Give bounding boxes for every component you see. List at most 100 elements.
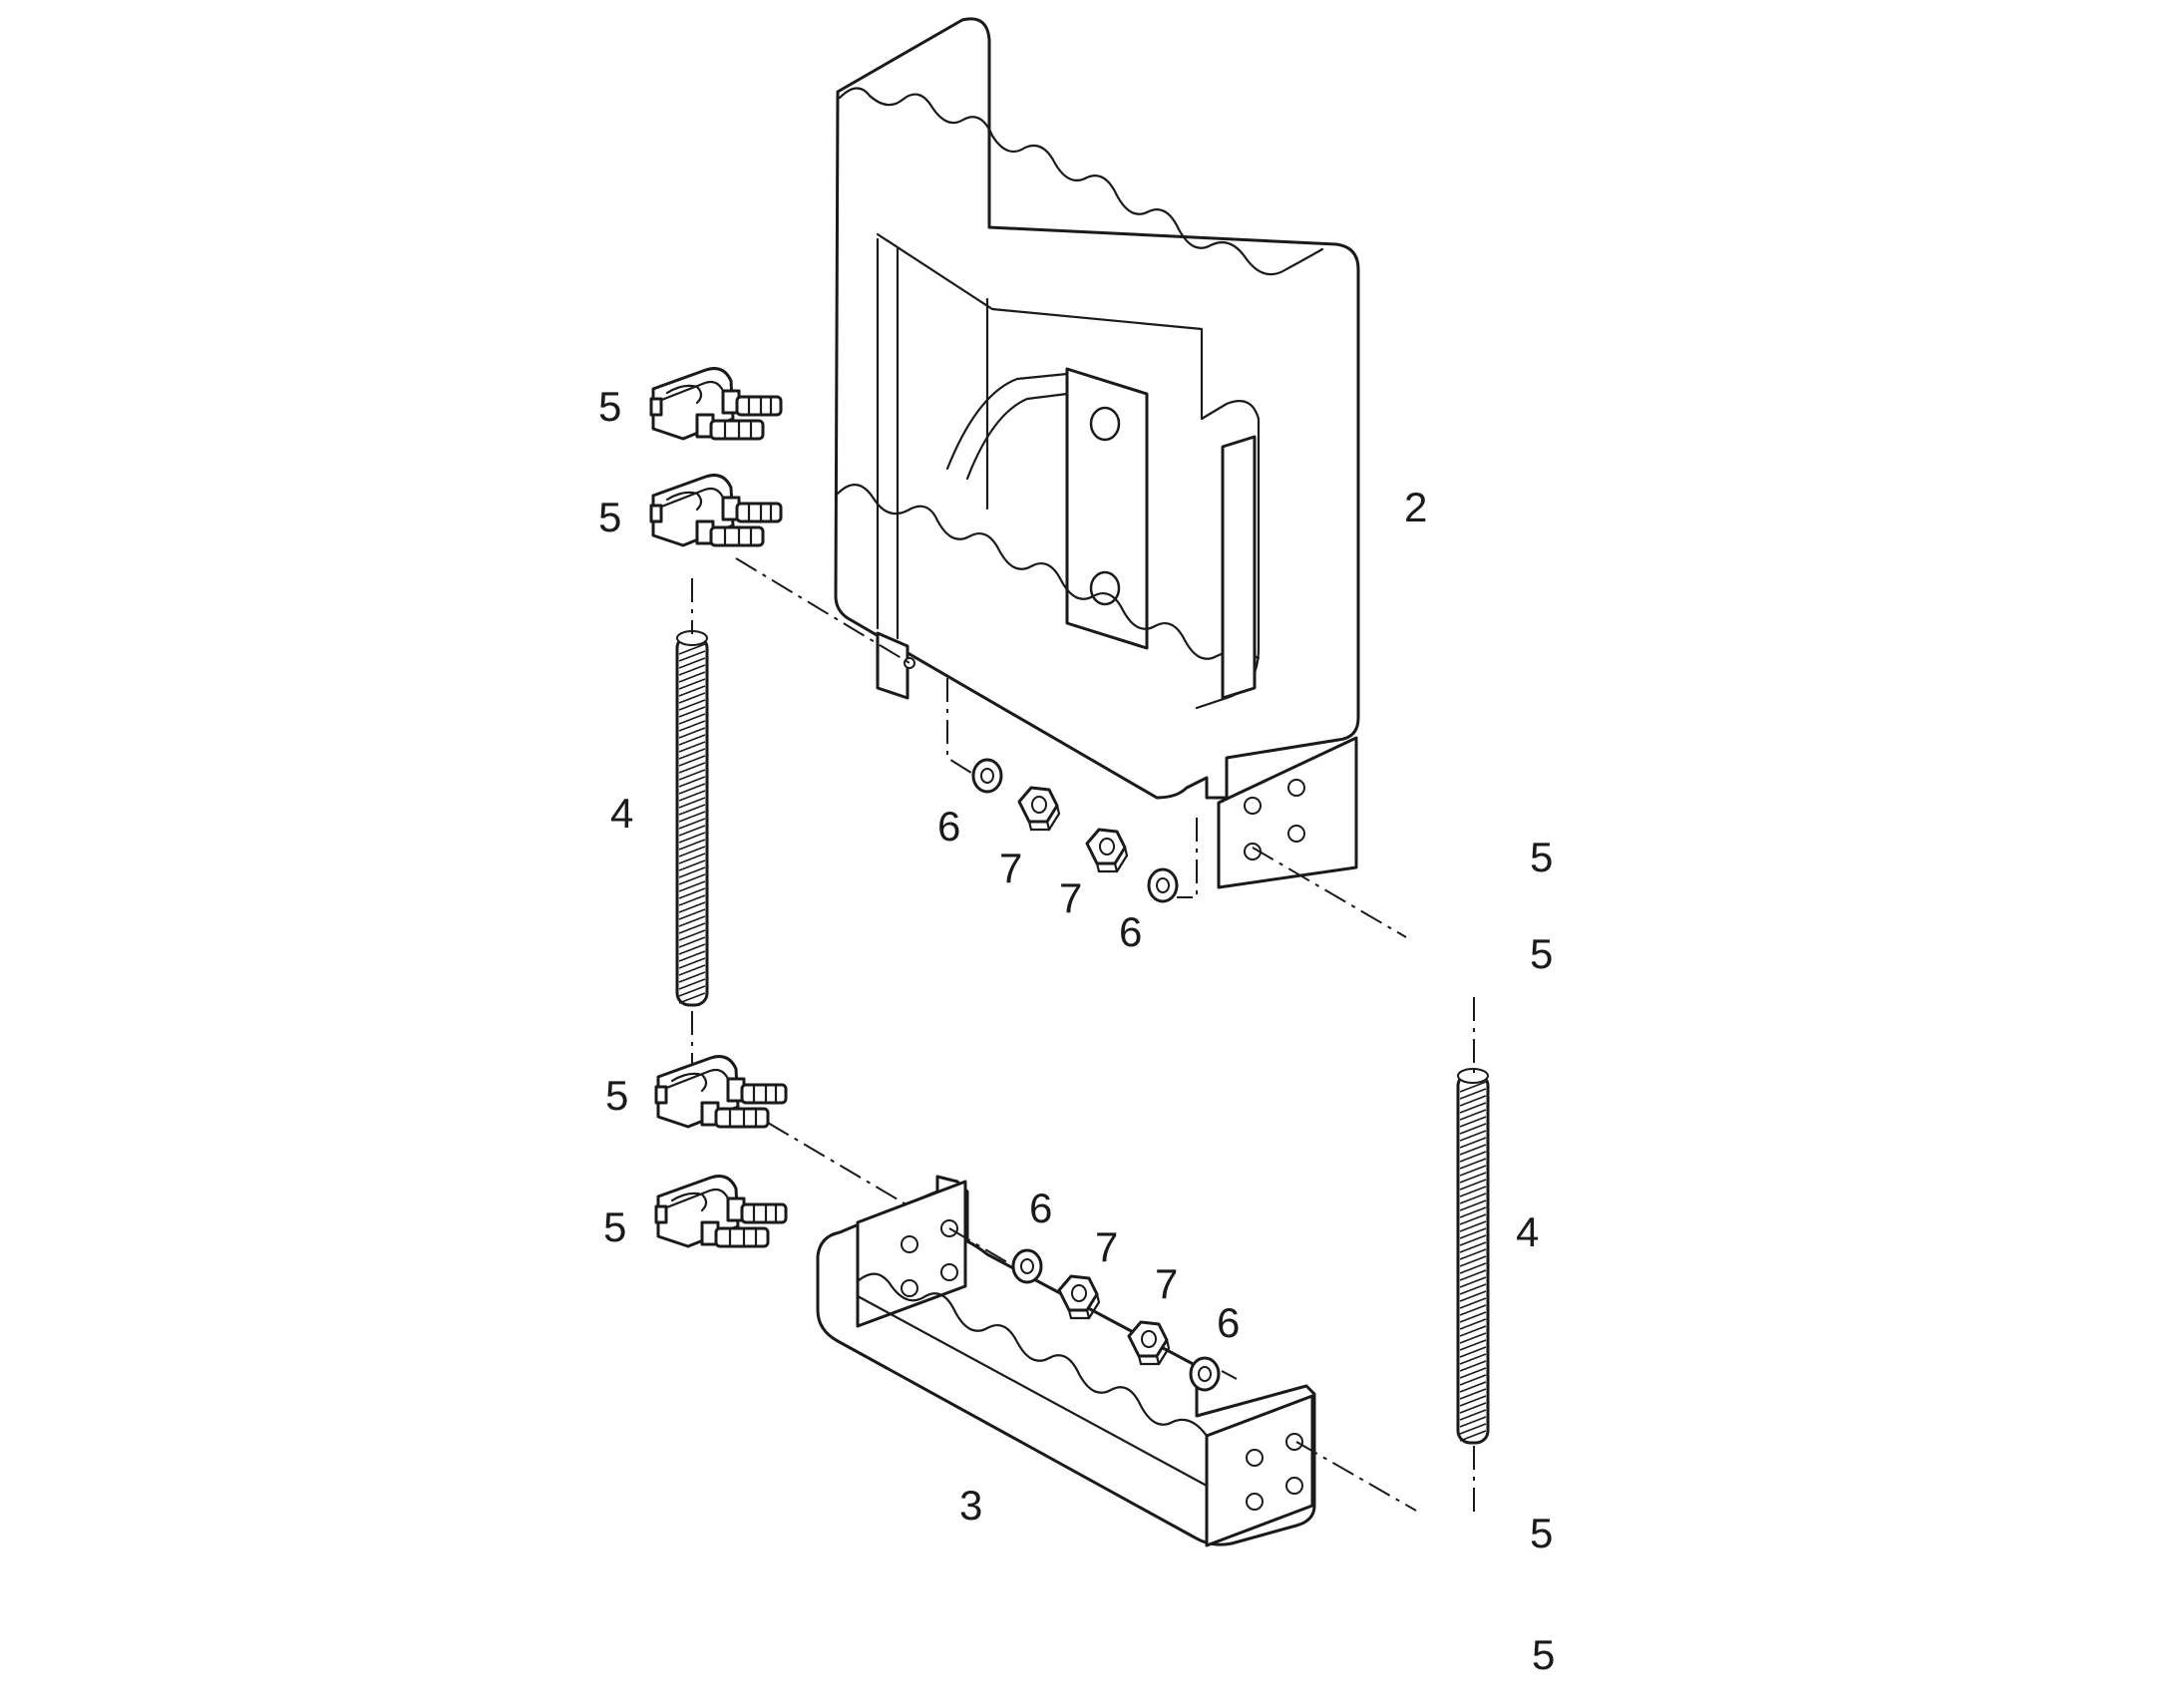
rope-strand: [1459, 1130, 1487, 1142]
rope-strand: [1459, 1409, 1487, 1421]
rope-strand: [678, 657, 706, 669]
callout-washer-lower-left: 6: [1029, 1185, 1052, 1231]
rope-strand: [678, 978, 706, 990]
rope-strand: [678, 804, 706, 816]
rope-strand: [678, 818, 706, 830]
rope-strand: [1459, 1193, 1487, 1204]
rope-strand: [1459, 1165, 1487, 1177]
wire-rope-left: [675, 630, 709, 1007]
callout-clip-l3: 5: [605, 1072, 628, 1119]
rope-strand: [1459, 1109, 1487, 1121]
rope-strand: [678, 825, 706, 837]
rope-strand: [678, 713, 706, 725]
rope-strand: [678, 783, 706, 795]
callout-upper-bracket: 2: [1404, 484, 1427, 530]
rope-strand: [678, 971, 706, 983]
rope-strand: [1459, 1304, 1487, 1316]
rope-strand: [1459, 1402, 1487, 1414]
rope-strand: [678, 734, 706, 746]
rope-strand: [1459, 1199, 1487, 1211]
rope-strand: [1459, 1290, 1487, 1302]
upper-bracket: [834, 17, 1360, 889]
callout-clip-l1: 5: [598, 383, 621, 430]
callout-nut-upper-left: 7: [999, 845, 1022, 891]
lower-bracket: [816, 1175, 1316, 1547]
rope-strand: [678, 769, 706, 781]
rope-strand: [1459, 1276, 1487, 1288]
rope-strand: [678, 776, 706, 788]
rope-strand: [1459, 1416, 1487, 1428]
rope-strand: [678, 964, 706, 976]
rope-strand: [678, 853, 706, 864]
rope-strand: [678, 880, 706, 892]
rope-strand: [1459, 1360, 1487, 1372]
rope-strand: [1459, 1367, 1487, 1379]
rope-strand: [1459, 1381, 1487, 1393]
rope-strand: [678, 950, 706, 962]
rope-strand: [1459, 1325, 1487, 1337]
rope-strand: [1459, 1423, 1487, 1435]
callout-washer-upper-right: 6: [1119, 908, 1142, 955]
rope-strand: [1459, 1353, 1487, 1365]
rope-strand: [1459, 1241, 1487, 1253]
callout-clip-r1: 5: [1530, 834, 1553, 880]
rope-strand: [1459, 1213, 1487, 1225]
rope-strand: [1459, 1186, 1487, 1197]
rope-strand: [1459, 1102, 1487, 1114]
callout-rope-right: 4: [1516, 1208, 1539, 1255]
rope-strand: [1459, 1123, 1487, 1135]
rope-strand: [678, 894, 706, 906]
rope-strand: [1459, 1151, 1487, 1163]
rope-strand: [1459, 1116, 1487, 1128]
rope-strand: [1459, 1388, 1487, 1400]
rope-strand: [1459, 1269, 1487, 1281]
rope-strand: [678, 936, 706, 948]
rope-strand: [1459, 1179, 1487, 1191]
rope-strand: [678, 650, 706, 662]
nut-upper-right: [1085, 828, 1129, 873]
wire-rope-clip-l4: [654, 1175, 788, 1248]
callout-clip-r4: 5: [1532, 1631, 1555, 1678]
callout-nut-lower-right: 7: [1155, 1260, 1178, 1307]
rope-strand: [678, 839, 706, 851]
rope-strand: [678, 908, 706, 920]
rope-strand: [678, 797, 706, 809]
rope-strand: [678, 790, 706, 802]
rope-strand: [678, 671, 706, 683]
rope-strand: [678, 727, 706, 739]
rope-strand: [678, 678, 706, 690]
rope-strand: [678, 922, 706, 934]
rope-strand: [1459, 1234, 1487, 1246]
rope-strand: [1459, 1081, 1487, 1093]
rope-strand: [1459, 1318, 1487, 1330]
callout-washer-lower-right: 6: [1217, 1299, 1240, 1346]
rope-strand: [678, 992, 706, 1004]
rope-strand: [678, 741, 706, 753]
rope-strand: [678, 887, 706, 899]
rope-strand: [1459, 1395, 1487, 1407]
washer-lower-left: [1011, 1248, 1043, 1284]
rope-strand: [1459, 1430, 1487, 1442]
rope-strand: [678, 985, 706, 997]
rope-strand: [678, 832, 706, 844]
rope-strand: [678, 929, 706, 941]
rope-strand: [678, 692, 706, 704]
rope-strand: [678, 720, 706, 732]
washer-upper-left: [971, 758, 1003, 794]
callout-rope-left: 4: [610, 790, 633, 837]
rope-strand: [1459, 1227, 1487, 1239]
washer-upper-right: [1147, 867, 1179, 903]
rope-strand: [1459, 1297, 1487, 1309]
assembly-centerlines: [691, 557, 1475, 1516]
washer-lower-right: [1189, 1356, 1221, 1392]
rope-strand: [678, 873, 706, 885]
rope-strand: [678, 699, 706, 711]
callout-lower-bracket: 3: [959, 1482, 982, 1529]
callout-nut-upper-right: 7: [1059, 874, 1082, 921]
rope-strand: [1459, 1095, 1487, 1107]
rope-strand: [678, 755, 706, 767]
rope-strand: [1459, 1248, 1487, 1260]
rope-strand: [678, 866, 706, 878]
rope-strand: [1459, 1332, 1487, 1344]
